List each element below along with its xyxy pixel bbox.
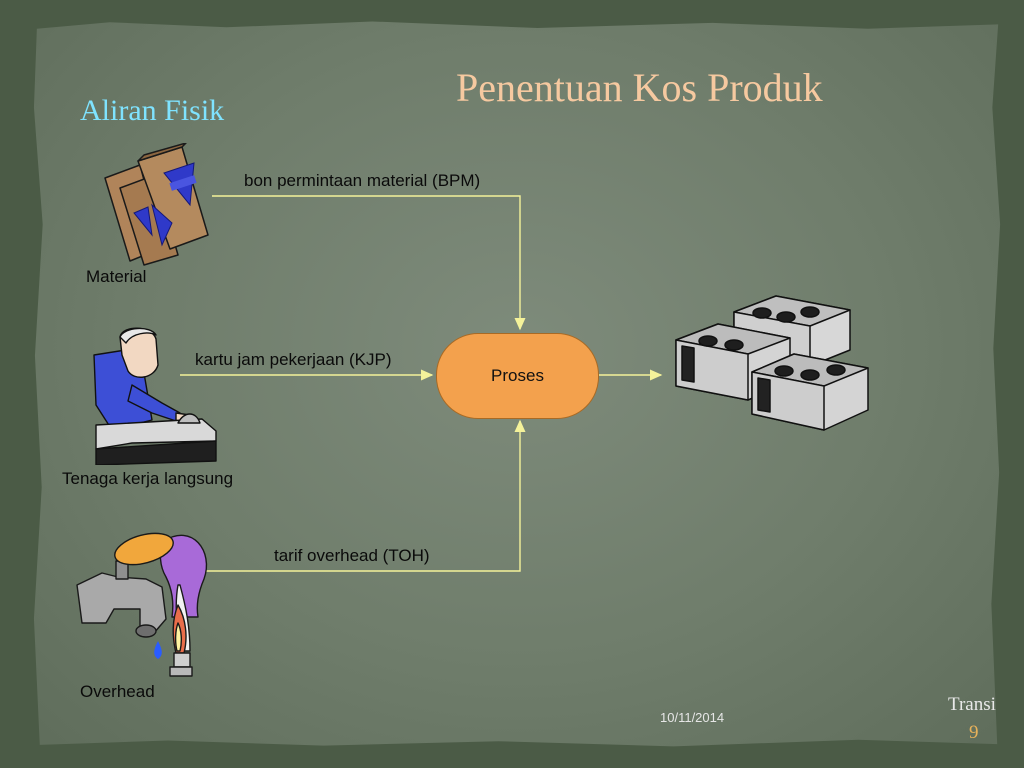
- worker-icon: [93, 327, 217, 465]
- concrete-blocks-icon: [675, 295, 869, 431]
- cement-bags-icon: [104, 143, 209, 266]
- labor-label: Tenaga kerja langsung: [62, 469, 234, 488]
- labor-document-label: kartu jam pekerjaan (KJP): [195, 350, 392, 369]
- overhead-document-label: tarif overhead (TOH): [274, 546, 430, 565]
- slide-title: Penentuan Kos Produk: [456, 65, 823, 110]
- overhead-label: Overhead: [80, 682, 155, 701]
- page-number: 9: [969, 722, 979, 743]
- process-node: Proses: [436, 333, 599, 419]
- material-connector: [212, 195, 526, 331]
- footer-label: Transi: [948, 694, 996, 715]
- slide-date: 10/11/2014: [660, 710, 725, 725]
- overhead-connector: [204, 419, 526, 572]
- material-label: Material: [86, 267, 147, 286]
- process-label: Proses: [491, 366, 544, 385]
- utilities-icon: [76, 532, 208, 677]
- material-document-label: bon permintaan material (BPM): [244, 171, 481, 190]
- slide-subtitle: Aliran Fisik: [80, 94, 225, 127]
